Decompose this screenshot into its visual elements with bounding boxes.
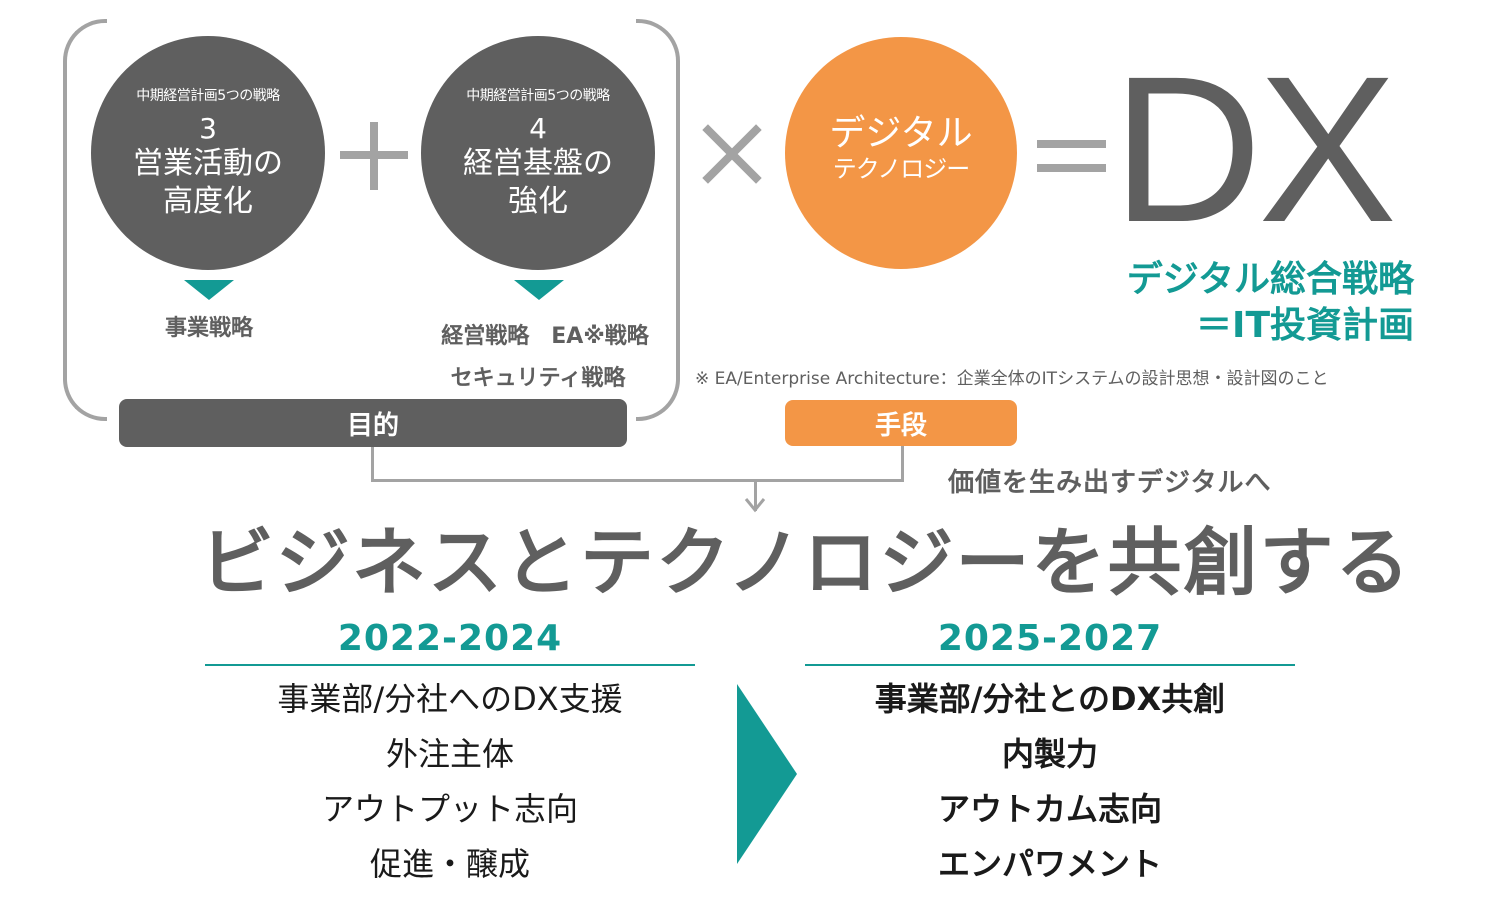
security-strategy-label: セキュリティ戦略: [450, 366, 626, 391]
triangle-right-icon: [737, 684, 797, 864]
period-item: アウトプット志向: [321, 790, 578, 828]
period-item: 外注主体: [385, 735, 514, 773]
management-ea-strategy-label: 経営戦略 EA※戦略: [441, 324, 649, 349]
strategy-4-title-line2: 強化: [508, 184, 568, 219]
main-title: ビジネスとテクノロジーを共創する: [200, 520, 1412, 606]
purpose-label-bar: 目的: [119, 399, 627, 447]
period-2022-2024: 2022-2024 事業部/分社へのDX支援 外注主体 アウトプット志向 促進・…: [205, 616, 695, 892]
strategy-3-number: 3: [199, 112, 217, 145]
period-item: 内製力: [1001, 735, 1098, 773]
period-item: エンパワメント: [937, 845, 1162, 883]
period-divider: [205, 664, 695, 666]
strategy-4-number: 4: [529, 112, 547, 145]
strategy-3-title-line1: 営業活動の: [133, 146, 283, 181]
it-investment-plan-title: ＝IT投資計画: [1196, 305, 1414, 346]
strategy-3-caption: 中期経営計画5つの戦略: [136, 88, 280, 104]
period-years: 2025-2027: [937, 618, 1163, 659]
period-years: 2022-2024: [337, 618, 563, 659]
strategy-3-title-line2: 高度化: [163, 184, 253, 219]
strategy-3-circle: 中期経営計画5つの戦略 3 営業活動の 高度化: [91, 36, 325, 270]
period-divider: [805, 664, 1295, 666]
digital-label: デジタル: [829, 113, 973, 154]
purpose-label: 目的: [346, 410, 399, 441]
means-label-bar: 手段: [785, 400, 1017, 446]
down-triangle-icon: [184, 280, 234, 300]
arrow-down-icon: [744, 498, 766, 513]
down-triangle-icon: [514, 280, 564, 300]
dx-heading: DX: [1112, 34, 1397, 266]
period-item: 事業部/分社へのDX支援: [277, 680, 623, 718]
ea-footnote: ※ EA/Enterprise Architecture：企業全体のITシステム…: [695, 369, 1329, 389]
period-item: アウトカム志向: [937, 790, 1162, 828]
period-2025-2027: 2025-2027 事業部/分社とのDX共創 内製力 アウトカム志向 エンパワメ…: [805, 616, 1295, 892]
strategy-4-title-line1: 経営基盤の: [463, 146, 613, 181]
digital-strategy-title: デジタル総合戦略: [1126, 259, 1414, 300]
strategy-4-caption: 中期経営計画5つの戦略: [466, 88, 610, 104]
business-strategy-label: 事業戦略: [164, 316, 253, 341]
means-label: 手段: [874, 410, 927, 441]
strategy-4-circle: 中期経営計画5つの戦略 4 経営基盤の 強化: [421, 36, 655, 270]
tagline: 価値を生み出すデジタルへ: [948, 468, 1272, 498]
digital-technology-circle: デジタル テクノロジー: [785, 37, 1017, 269]
period-item: 促進・醸成: [369, 845, 530, 883]
purpose-bracket-left: [63, 19, 107, 421]
multiply-icon: [700, 122, 764, 186]
period-item: 事業部/分社とのDX共創: [874, 680, 1226, 718]
technology-label: テクノロジー: [832, 155, 971, 183]
